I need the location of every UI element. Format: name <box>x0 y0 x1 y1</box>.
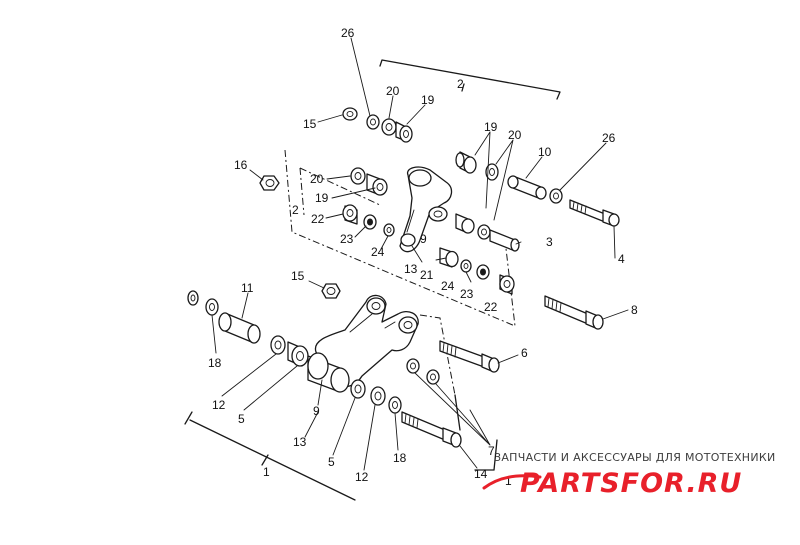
collar-10 <box>507 175 547 200</box>
callout-21: 21 <box>420 268 434 282</box>
bushing-5-left <box>287 341 309 367</box>
callout-24-b: 24 <box>441 279 455 293</box>
callout-20-a: 20 <box>386 84 400 98</box>
watermark-swoosh-icon <box>482 474 542 490</box>
callout-12-a: 12 <box>212 398 226 412</box>
callout-22-b: 22 <box>484 300 498 314</box>
callout-19-a: 19 <box>421 93 435 107</box>
callout-4: 4 <box>618 252 625 266</box>
collar-11 <box>218 312 261 344</box>
callout-15-a: 15 <box>303 117 317 131</box>
callout-26-top: 26 <box>341 26 355 40</box>
callout-14: 14 <box>474 467 488 481</box>
leader-lines <box>211 37 629 471</box>
washer-26-right <box>549 188 563 204</box>
callout-7: 7 <box>488 444 495 458</box>
nut-16 <box>259 175 280 191</box>
callout-1-right: 1 <box>505 474 512 488</box>
callout-11: 11 <box>241 281 254 295</box>
callout-labels: 26 2 20 19 15 19 20 10 26 16 20 19 2 22 … <box>208 26 638 488</box>
connecting-rod-9 <box>399 166 453 253</box>
callout-26-b: 26 <box>602 131 616 145</box>
callout-19-b: 19 <box>484 120 498 134</box>
washers-7 <box>406 358 440 385</box>
bushings-center <box>455 213 491 240</box>
bearing-23-right <box>476 264 490 280</box>
callout-20-b: 20 <box>508 128 522 142</box>
bearing-23-left <box>363 214 377 230</box>
callout-9-a: 9 <box>420 232 427 246</box>
ring-24-right <box>460 259 472 273</box>
group-brackets <box>184 59 561 501</box>
bushing-19-right <box>455 151 477 174</box>
callout-20-c: 20 <box>310 172 324 186</box>
upper-link-assembly <box>259 107 620 295</box>
bolt-6 <box>439 340 500 373</box>
bushing-5-right <box>350 379 366 399</box>
pivot-tube-13 <box>307 352 350 393</box>
bushing-21 <box>439 247 459 268</box>
callout-2-left: 2 <box>292 203 299 217</box>
callout-23-b: 23 <box>460 287 474 301</box>
callout-13-b: 13 <box>293 435 307 449</box>
callout-12-b: 12 <box>355 470 369 484</box>
callout-2-top: 2 <box>457 77 464 91</box>
bolt-14 <box>401 411 462 448</box>
callout-3: 3 <box>546 235 553 249</box>
spacer-22-right <box>499 274 515 295</box>
callout-24-a: 24 <box>371 245 385 259</box>
callout-22-a: 22 <box>311 212 325 226</box>
callout-19-c: 19 <box>315 191 329 205</box>
callout-18-a: 18 <box>208 356 222 370</box>
washer-18-right <box>388 396 402 414</box>
callout-5-b: 5 <box>328 455 335 469</box>
collar-3 <box>489 229 520 252</box>
callout-15-b: 15 <box>291 269 305 283</box>
callout-5-a: 5 <box>238 412 245 426</box>
seal-12-left <box>270 335 286 355</box>
watermark-logo: PARTSFOR.RU <box>520 468 742 499</box>
nut-15-lower <box>321 283 341 299</box>
watermark-tagline: ЗАПЧАСТИ И АКСЕССУАРЫ ДЛЯ МОТОТЕХНИКИ <box>494 451 776 464</box>
lower-link-assembly <box>187 283 604 448</box>
callout-23-a: 23 <box>340 232 354 246</box>
callout-6: 6 <box>521 346 528 360</box>
spacer-22-left <box>342 204 358 225</box>
callout-18-b: 18 <box>393 451 407 465</box>
callout-1-bottom: 1 <box>263 465 270 479</box>
relay-arm-9 <box>314 294 419 388</box>
bolt-4 <box>569 199 620 227</box>
callout-10: 10 <box>538 145 552 159</box>
washer-18-left <box>205 298 219 316</box>
bolt-8 <box>544 295 604 330</box>
callout-13-a: 13 <box>404 262 418 276</box>
washer-left-edge <box>187 290 199 306</box>
callout-8: 8 <box>631 303 638 317</box>
seal-20-mid <box>350 167 366 185</box>
seal-20-right <box>485 163 499 181</box>
callout-9-b: 9 <box>313 404 320 418</box>
seal-20-top <box>381 118 397 136</box>
nut-15-top <box>342 107 358 121</box>
bushing-19-top <box>395 121 413 143</box>
washer-26-top <box>366 114 380 130</box>
site-watermark: ЗАПЧАСТИ И АКСЕССУАРЫ ДЛЯ МОТОТЕХНИКИ PA… <box>482 451 776 499</box>
callout-16: 16 <box>234 158 248 172</box>
bushing-19-mid <box>366 173 388 196</box>
seal-12-right <box>370 386 386 406</box>
ring-24-left <box>383 223 395 237</box>
